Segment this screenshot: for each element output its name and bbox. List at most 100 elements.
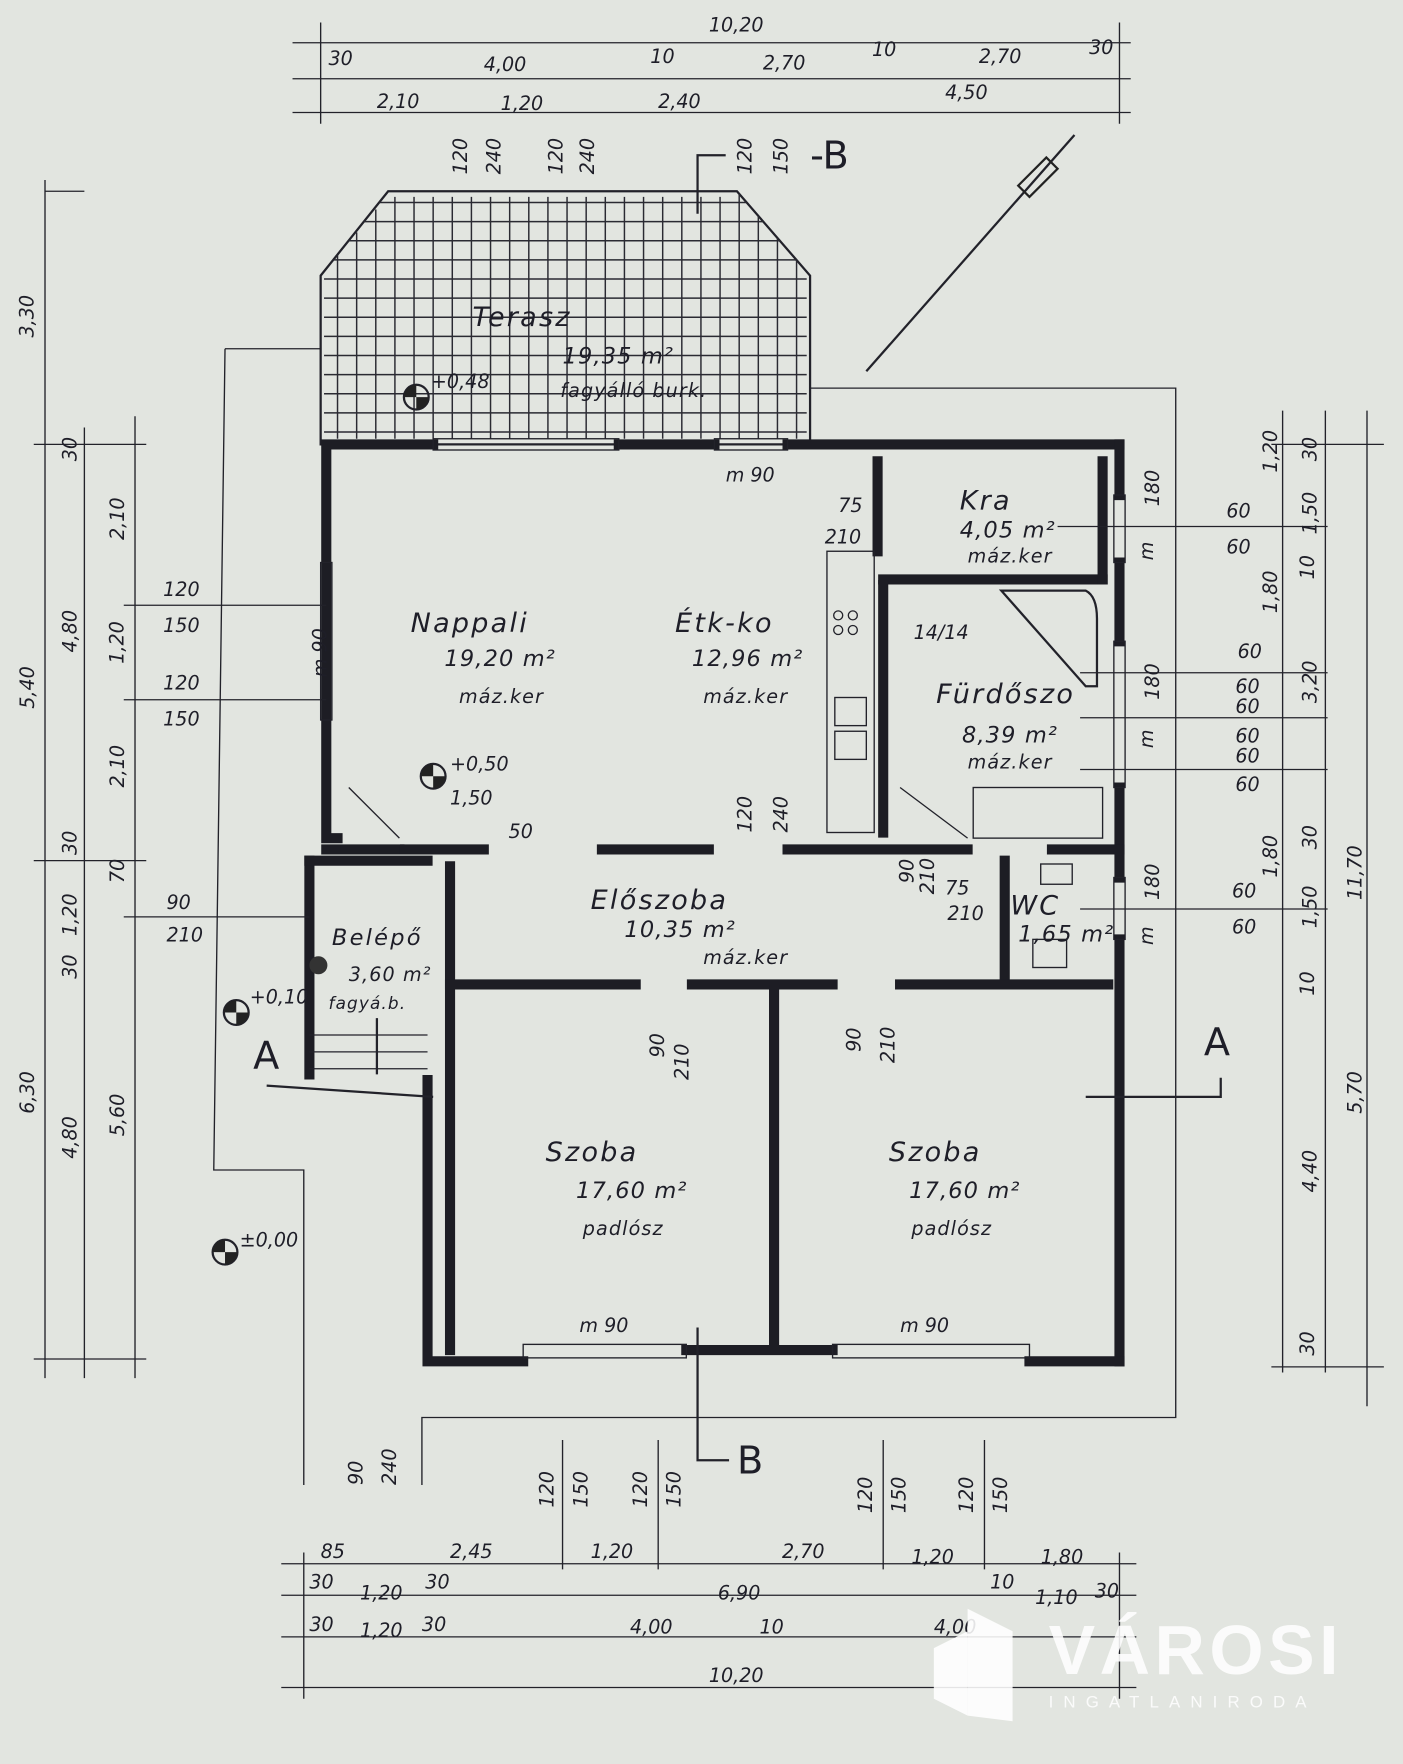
dimension-label: 210 [671,1044,694,1080]
room-floor: padlósz [582,1217,664,1240]
dimension-label: 90 [167,891,191,914]
room-floor: fagyá.b. [329,993,407,1013]
room-floor: fagyálló burk. [560,379,707,402]
level-label: +0,10 [250,986,309,1009]
dimension-label: 10 [990,1571,1014,1594]
dimension-label: 240 [483,138,506,174]
dimension-label: 4,80 [59,610,82,653]
dimension-label: 75 [945,876,969,899]
room-floor: máz.ker [703,946,788,969]
dimension-label: 180 [1141,470,1164,506]
room-floor: máz.ker [968,750,1053,773]
dimension-label: 5,60 [106,1094,129,1137]
windows [319,438,1126,1359]
dimension-label: 30 [59,831,82,855]
room-labels: Terasz 19,35 m² fagyálló burk. Nappali 1… [329,302,1114,1240]
room-area: 3,60 m² [349,963,432,986]
dimension-label: 30 [422,1613,446,1636]
dimension-label: 60 [1226,536,1250,559]
level-marker-icon [211,1238,239,1266]
room-area: 17,60 m² [576,1178,688,1204]
dimension-label: 4,80 [59,1116,82,1159]
dimension-label: 10 [1296,555,1319,579]
dimension-label: 2,10 [377,90,420,113]
dimension-label: 150 [888,1477,911,1513]
dimension-label: 210 [876,1027,899,1063]
level-marker-icon [419,762,447,790]
dimension-label: 10 [1296,971,1319,995]
agency-logo: VÁROSI INGATLANIRODA [933,1608,1343,1722]
dimension-label: 150 [663,1471,686,1507]
dimension-label: 1,20 [591,1540,634,1563]
dimension-label: 30 [425,1571,449,1594]
dimension-label: 60 [1235,773,1259,796]
dimension-label: 120 [629,1471,652,1507]
room-name: Szoba [546,1137,639,1168]
dimension-label: 30 [1298,825,1321,849]
dimension-label: 1,20 [360,1619,403,1642]
dimension-label: 2,70 [979,45,1022,68]
room-name: Fürdőszo [936,679,1075,710]
dimension-label: 120 [734,138,757,174]
dimension-label: 150 [770,138,793,174]
room-name: Terasz [473,302,572,333]
dimension-label: 4,00 [484,53,527,76]
section-a-label: A [253,1034,279,1079]
room-name: Előszoba [591,885,729,916]
dimension-labels: 10,20 30 4,00 10 2,70 10 2,70 30 2,10 1,20 2,40 4,5… [16,14,1367,1687]
dimension-label: 10 [872,38,896,61]
dimension-label: 10 [759,1616,783,1639]
level-marker-icon [402,383,430,411]
level-label: +0,48 [431,370,490,393]
dimension-label: 210 [947,902,983,925]
dimension-label: 90 [896,859,919,883]
north-arrow-icon [865,134,1076,372]
room-name: Belépő [332,925,423,951]
dimension-label: m 90 [579,1314,628,1337]
dimension-label: 3,20 [1298,661,1321,704]
dimension-label: m 90 [900,1314,949,1337]
dimension-label: 120 [854,1477,877,1513]
dimension-label: 60 [1235,725,1259,748]
room-floor: máz.ker [703,685,788,708]
dimension-label: 240 [378,1449,401,1485]
dimension-label: 30 [1095,1580,1119,1603]
dimension-label: 120 [955,1477,978,1513]
room-floor: padlósz [910,1217,992,1240]
dimension-label: 150 [163,708,199,731]
level-label: ±0,00 [240,1229,299,1252]
dimension-label: 5,40 [16,666,39,709]
dimension-label: 2,10 [106,745,129,788]
level-markers: +0,48 +0,50 +0,10 ±0,00 [211,370,509,1266]
room-area: 10,35 m² [624,917,736,943]
section-a-label: A [1204,1020,1230,1065]
dimension-label: 4,00 [630,1616,673,1639]
dimension-label: 30 [59,954,82,978]
dimension-label: 6,30 [16,1071,39,1114]
section-markers: A A B -B [253,134,1230,1484]
dimension-label: 90 [646,1033,669,1057]
dimension-label: 2,40 [658,90,701,113]
dimension-label: 1,20 [360,1582,403,1605]
dimension-label: 150 [163,614,199,637]
dimension-label: 30 [1089,36,1113,59]
dimension-label: 1,20 [911,1546,954,1569]
level-label: +0,50 [450,753,509,776]
dimension-label: 4,50 [945,81,988,104]
room-area: 8,39 m² [962,723,1058,749]
dimension-label: 85 [321,1540,345,1563]
dimension-label: 2,70 [763,52,806,75]
dimension-label: 2,45 [450,1540,493,1563]
section-b-label: -B [810,134,849,179]
dimension-label: 210 [167,924,203,947]
dimension-label: 1,10 [1035,1586,1078,1609]
site-outline-right [421,387,1177,1485]
dimension-label: 210 [916,858,939,894]
dimension-label: 60 [1232,880,1256,903]
dimension-label: 1,50 [450,786,493,809]
logo-name: VÁROSI [1049,1611,1343,1689]
dimension-label: 10,20 [709,1664,764,1687]
room-area: 4,05 m² [960,518,1056,544]
logo-subtitle: INGATLANIRODA [1049,1693,1317,1712]
dimension-label: 11,70 [1343,845,1366,900]
